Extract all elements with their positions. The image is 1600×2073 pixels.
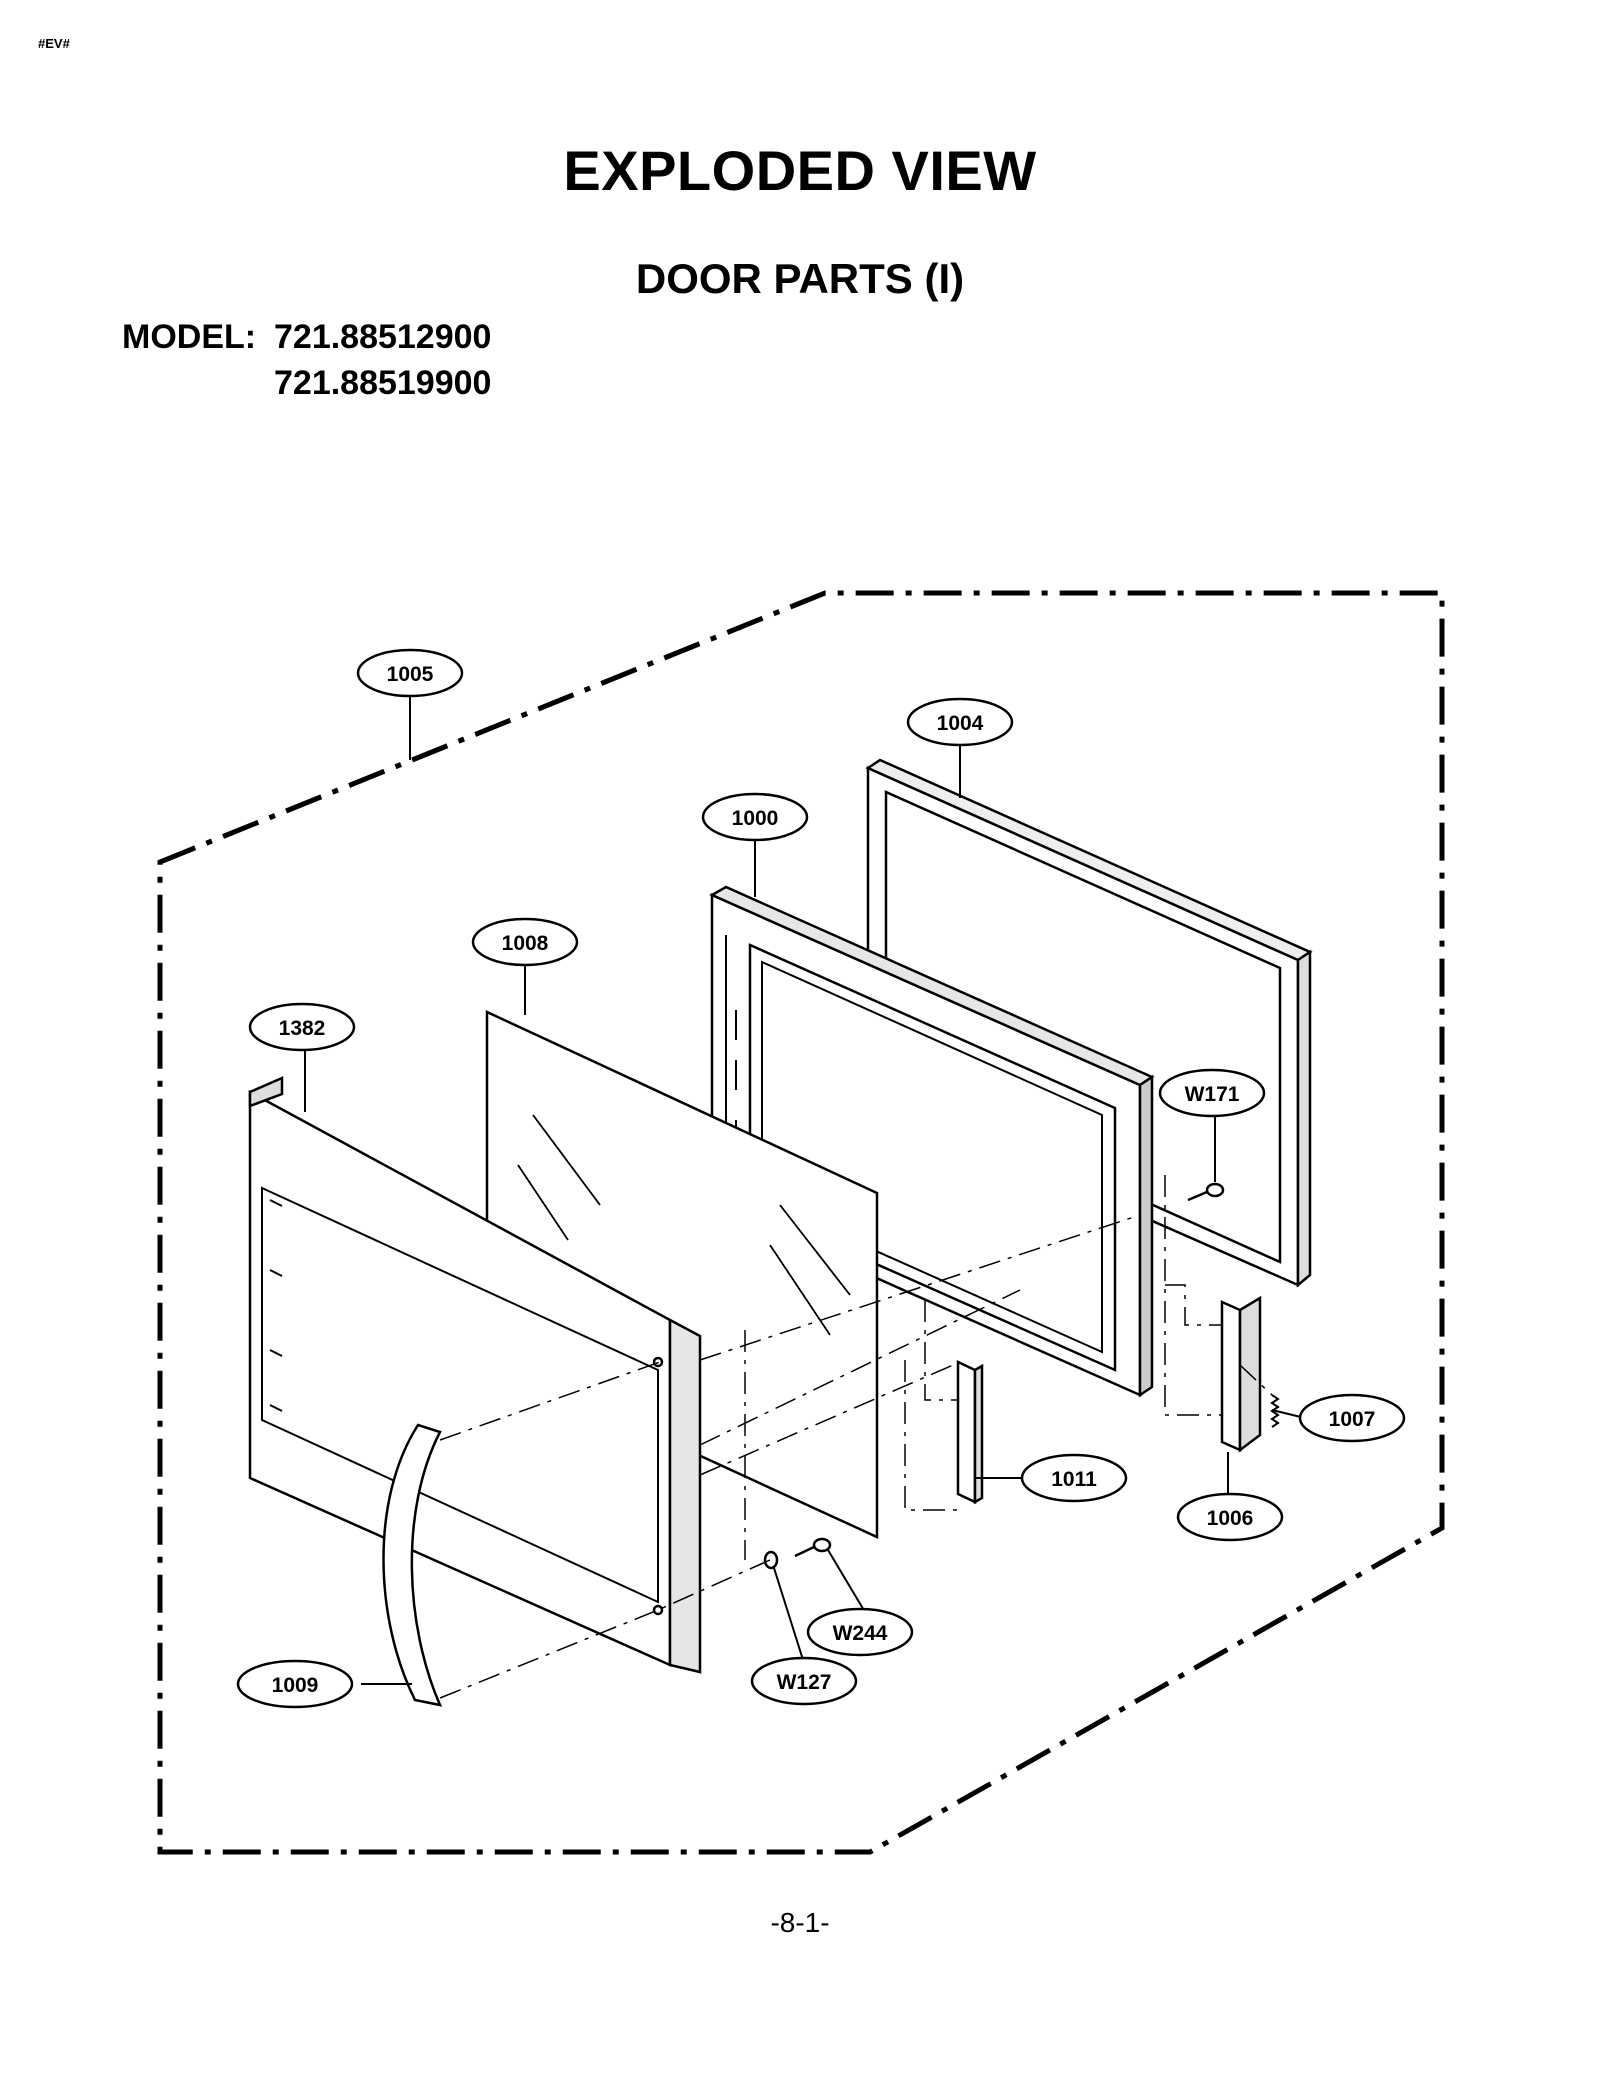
assembly-boundary [157,590,1445,1855]
callout-w127: W127 [750,1656,858,1706]
model-number-2: 721.88519900 [274,364,492,402]
assembly-lines [439,1175,1273,1699]
svg-text:1005: 1005 [387,663,434,686]
callout-1005: 1005 [356,648,464,698]
part-1011-latch [956,1360,984,1505]
svg-text:1007: 1007 [1329,1408,1376,1431]
model-label: MODEL: [122,318,257,356]
page-subtitle: DOOR PARTS (I) [635,255,965,302]
callout-1009: 1009 [236,1659,354,1709]
part-1382-front-trim [248,1076,702,1674]
svg-text:W127: W127 [777,1671,832,1694]
svg-text:1382: 1382 [279,1017,326,1040]
svg-text:1006: 1006 [1207,1507,1254,1530]
part-1009-handle [382,1423,443,1707]
leader-lines [304,696,1306,1685]
part-1006-latch-hook [1220,1295,1262,1453]
part-w171-screw [1187,1182,1225,1202]
callout-w244: W244 [806,1607,914,1657]
page-number: -8-1- [770,1907,830,1938]
part-w127-washer [763,1550,779,1570]
callout-1008: 1008 [471,917,579,967]
svg-text:1011: 1011 [1051,1468,1097,1491]
document-tag: #EV# [38,36,70,51]
callout-1004: 1004 [906,697,1014,747]
svg-text:1009: 1009 [272,1674,319,1697]
part-1000-door-panel [709,885,1155,1398]
callout-w171: W171 [1158,1068,1266,1118]
callout-1007: 1007 [1298,1393,1406,1443]
part-w244-screw [794,1537,832,1558]
callout-1382: 1382 [248,1002,356,1052]
svg-text:W171: W171 [1185,1083,1240,1106]
model-number-1: 721.88512900 [274,318,492,356]
svg-text:1008: 1008 [502,932,549,955]
svg-text:1004: 1004 [937,712,984,735]
callout-1011: 1011 [1020,1453,1128,1503]
callout-1000: 1000 [701,792,809,842]
callout-1006: 1006 [1176,1492,1284,1542]
part-1004-frame [865,758,1313,1288]
svg-text:1000: 1000 [732,807,779,830]
page-title: EXPLODED VIEW [563,139,1037,202]
svg-text:W244: W244 [833,1622,888,1645]
